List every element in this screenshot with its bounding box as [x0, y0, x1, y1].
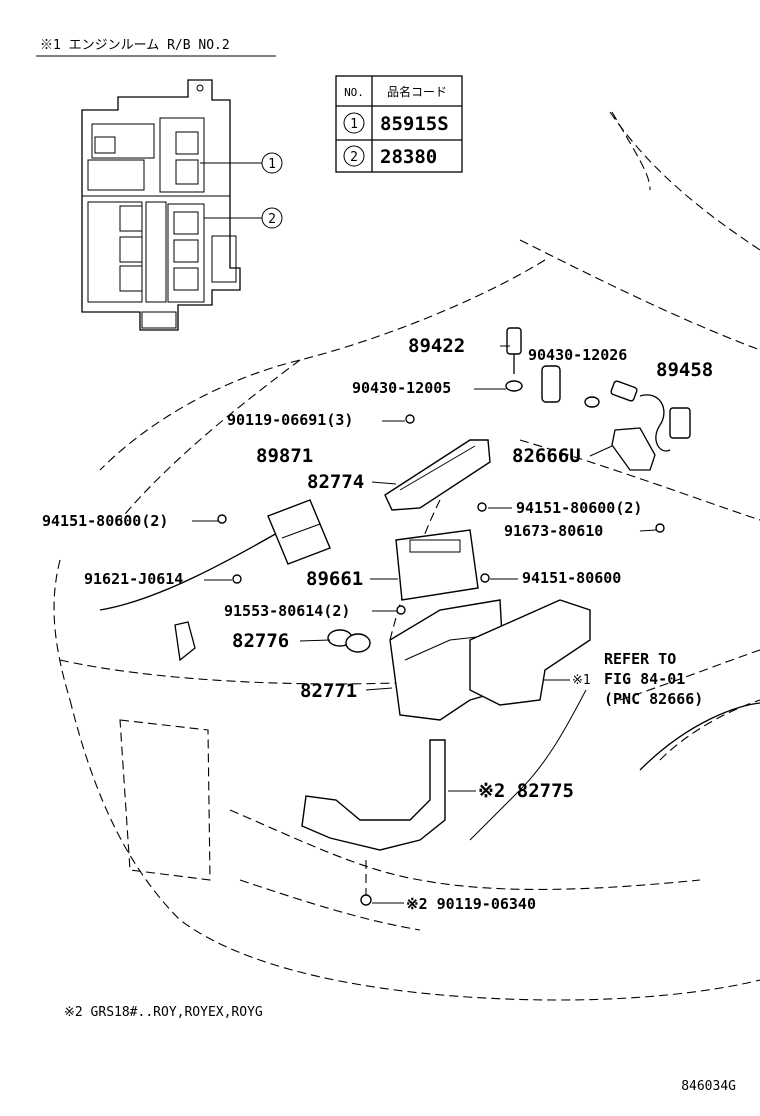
table-row-1-no: 1 [350, 117, 358, 132]
label-90430-12005: 90430-12005 [352, 379, 451, 397]
hood-latch-icon [174, 621, 196, 662]
car-body-outline [53, 111, 760, 1001]
label-89661: 89661 [306, 568, 363, 590]
refer-line-3: (PNC 82666) [604, 690, 703, 708]
label-82771: 82771 [300, 680, 357, 702]
label-94151-80600: 94151-80600 [522, 569, 621, 587]
table-row-2-code: 28380 [380, 146, 437, 168]
fender-arch [639, 702, 760, 771]
relay-box-drawing [81, 79, 241, 331]
note-bottom: ※2 GRS18#..ROY,ROYEX,ROYG [64, 1005, 263, 1020]
cover-82774-drawing [384, 439, 491, 511]
label-82776: 82776 [232, 630, 289, 652]
refer-mark: ※1 [572, 673, 591, 688]
table-header-code: 品名コード [387, 84, 447, 99]
label-82774: 82774 [307, 471, 364, 493]
label-90119-06691: 90119-06691(3) [227, 411, 353, 429]
bolts [217, 414, 665, 906]
label-90119-06340: ※2 90119-06340 [406, 895, 536, 913]
table-row-1-code: 85915S [380, 113, 449, 135]
label-90430-12026: 90430-12026 [528, 346, 627, 364]
note-top: ※1 エンジンルーム R/B NO.2 [40, 38, 230, 53]
callout-2: 2 [268, 212, 276, 227]
label-91553-80614: 91553-80614(2) [224, 602, 350, 620]
hood-edge [99, 519, 301, 611]
label-82775: ※2 82775 [478, 780, 574, 802]
part-labels: 89422 90430-12026 89458 90430-12005 9011… [42, 335, 713, 913]
table-row-2-no: 2 [350, 150, 358, 165]
label-89422: 89422 [408, 335, 465, 357]
grommet-82776-drawing [327, 629, 371, 653]
label-89458: 89458 [656, 359, 713, 381]
bracket-82775-drawing [301, 739, 446, 851]
refer-line-2: FIG 84-01 [604, 670, 685, 688]
part-code-table: NO. 品名コード 1 85915S 2 28380 [335, 75, 463, 173]
sensor-89422-drawing [505, 327, 523, 392]
grommet-drawing [541, 365, 600, 408]
label-82666u: 82666U [512, 445, 581, 467]
module-89871-drawing [267, 499, 331, 565]
label-94151-80600-2-left: 94151-80600(2) [42, 512, 168, 530]
label-94151-80600-2-right: 94151-80600(2) [516, 499, 642, 517]
table-header-no: NO. [344, 86, 364, 99]
label-91621-j0614: 91621-J0614 [84, 570, 183, 588]
label-89871: 89871 [256, 445, 313, 467]
refer-line-1: REFER TO [604, 650, 676, 668]
sensor-89458-drawing [610, 380, 691, 471]
callout-1-circle [261, 152, 283, 174]
label-91673-80610: 91673-80610 [504, 522, 603, 540]
bracket-82666-drawing [469, 599, 591, 706]
figure-code: 846034G [681, 1079, 736, 1094]
callout-1: 1 [268, 157, 276, 172]
ecu-89661-drawing [395, 529, 479, 601]
refer-note: REFER TO FIG 84-01 (PNC 82666) ※1 [469, 650, 703, 841]
callout-2-circle [261, 207, 283, 229]
